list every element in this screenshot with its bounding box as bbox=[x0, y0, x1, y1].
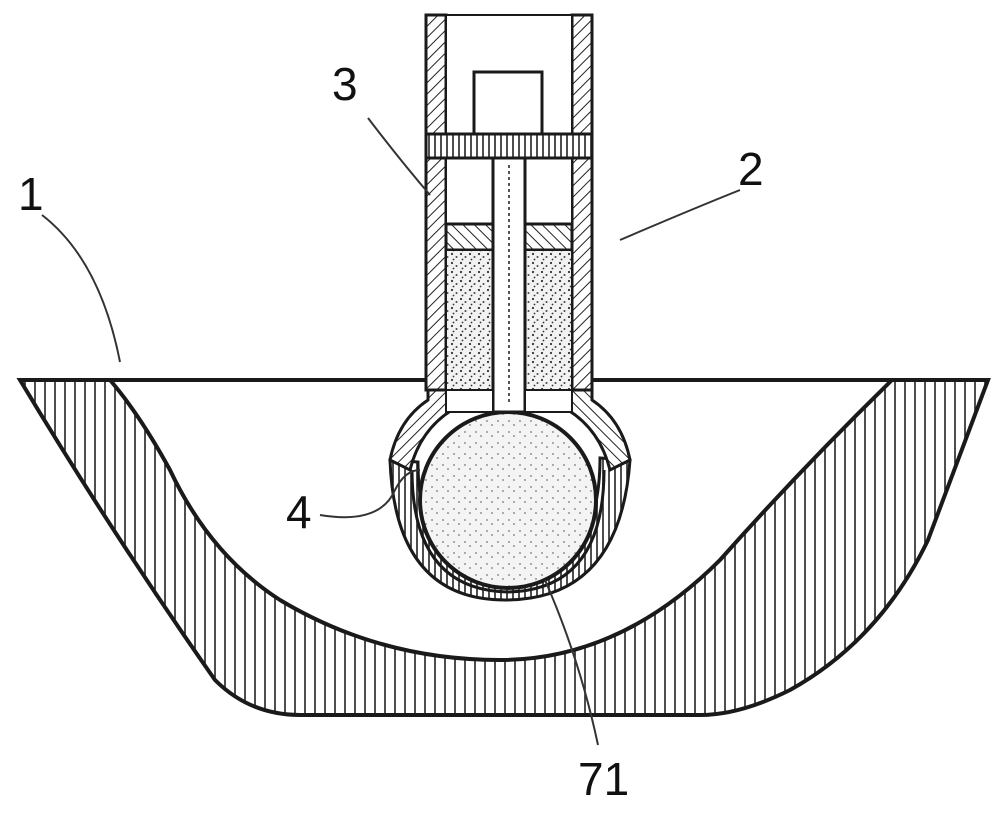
cross-plate bbox=[424, 132, 594, 160]
socket-right-collar bbox=[566, 388, 632, 473]
tube-right-wall bbox=[570, 13, 594, 392]
leader-71 bbox=[544, 579, 599, 746]
label-1: 1 bbox=[18, 168, 44, 220]
ball bbox=[418, 410, 598, 590]
leader-4 bbox=[319, 469, 421, 519]
socket-left-collar bbox=[388, 388, 454, 473]
tube-left-wall bbox=[424, 13, 448, 392]
leader-2 bbox=[619, 189, 741, 241]
tube-base-left bbox=[445, 389, 494, 413]
tube-base-right bbox=[524, 389, 573, 413]
piston-plate-left bbox=[444, 222, 495, 252]
label-2: 2 bbox=[738, 143, 764, 195]
leader-3 bbox=[367, 117, 431, 196]
label-71: 71 bbox=[578, 753, 629, 805]
label-3: 3 bbox=[332, 58, 358, 110]
liner-71 bbox=[410, 469, 606, 594]
piston-plate-right bbox=[523, 222, 574, 252]
label-4: 4 bbox=[286, 486, 312, 538]
filler-right bbox=[524, 249, 573, 391]
top-block bbox=[472, 70, 544, 136]
filler-left bbox=[445, 249, 494, 391]
leader-1 bbox=[41, 214, 121, 363]
